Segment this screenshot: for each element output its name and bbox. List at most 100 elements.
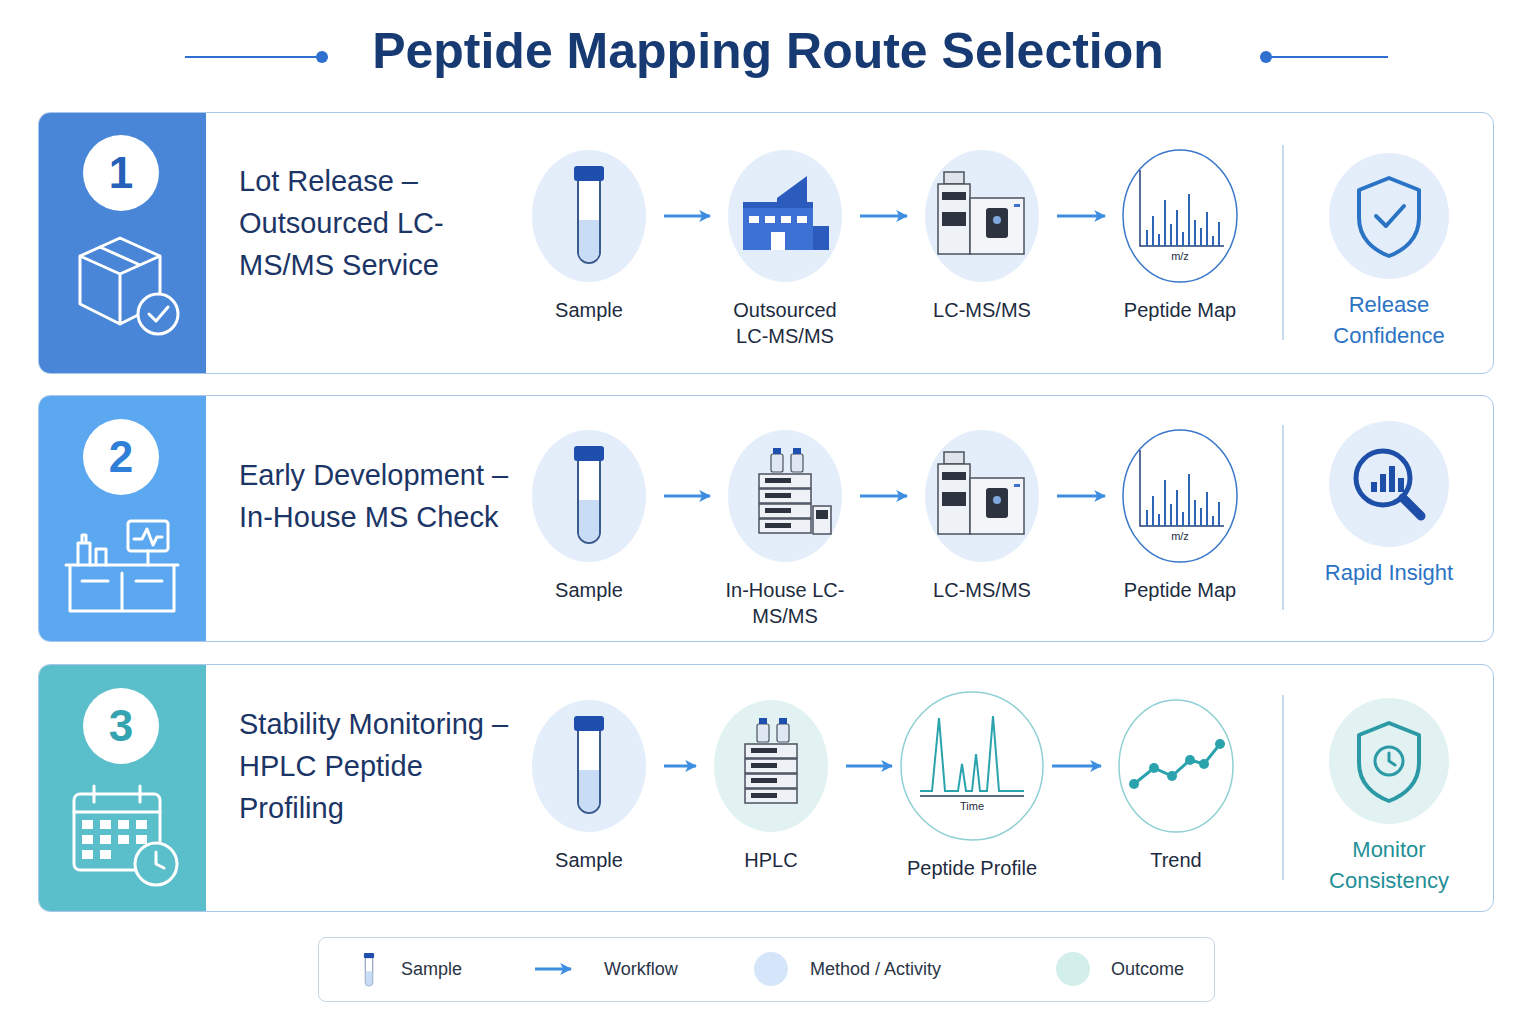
- panel-band: [38, 395, 206, 642]
- icon-part: [1152, 216, 1154, 246]
- process-circle: LC-MS/MS: [912, 149, 1052, 323]
- icon-part: [1194, 500, 1196, 526]
- icon-part: [751, 763, 777, 768]
- process-circle: TimePeptide Profile: [897, 691, 1047, 881]
- panel-band: [38, 664, 206, 912]
- icon-part: [100, 835, 111, 844]
- icon-part: [765, 493, 791, 498]
- step-icon: [938, 452, 1024, 534]
- circle-ground: [925, 430, 1039, 562]
- step-label: Sample: [519, 847, 659, 873]
- icon-part: [365, 958, 372, 986]
- axis-label: Time: [897, 800, 1047, 812]
- icon-part: [771, 232, 785, 250]
- legend-sample: [533, 951, 577, 987]
- process-circle: Sample: [519, 149, 659, 323]
- step-icon: [745, 718, 797, 803]
- step-label: In-House LC-MS/MS: [715, 577, 855, 629]
- icon-part: [797, 216, 807, 223]
- icon-part: [579, 220, 599, 262]
- route-icon: [80, 238, 178, 334]
- icon-part: [579, 500, 599, 542]
- icon-part: [777, 724, 789, 742]
- icon-part: [136, 820, 147, 829]
- icon-part: [1375, 747, 1403, 775]
- icon-part: [1176, 210, 1178, 246]
- icon-part: [1140, 450, 1224, 526]
- route-panel: Early Development – In-House MS Check2Sa…: [38, 395, 1494, 642]
- flow-arrow: [664, 495, 710, 498]
- icon-part: [135, 843, 177, 885]
- axis-label: m/z: [1110, 250, 1250, 262]
- icon-part: [1134, 744, 1220, 784]
- icon-part: [944, 452, 964, 464]
- circle-art: [912, 429, 1052, 563]
- circle-art: [519, 699, 659, 833]
- icon-part: [759, 489, 811, 503]
- title-rule: [185, 56, 318, 58]
- icon-part: [759, 519, 811, 533]
- icon-part: [1200, 508, 1202, 526]
- route-icon: [74, 786, 177, 885]
- icon-part: [1376, 206, 1404, 226]
- circle-art: [1309, 152, 1469, 280]
- process-circle: HPLC: [701, 699, 841, 873]
- icon-part: [751, 778, 777, 783]
- process-circle: In-House LC-MS/MS: [715, 429, 855, 629]
- icon-part: [745, 759, 797, 773]
- circle-ground: [1119, 700, 1233, 832]
- icon-part: [578, 180, 600, 263]
- legend-text: Outcome: [1111, 959, 1184, 980]
- step-icon: [759, 448, 831, 534]
- outcome-circle: Release Confidence: [1309, 152, 1469, 352]
- icon-part: [1129, 779, 1139, 789]
- icon-part: [791, 454, 803, 472]
- circle-ground: [1123, 430, 1237, 562]
- icon-part: [745, 744, 797, 758]
- icon-part: [1164, 200, 1166, 246]
- legend-swatch: [1056, 952, 1090, 986]
- icon-part: [1014, 204, 1020, 207]
- icon-part: [1359, 178, 1419, 256]
- circle-ground: [1329, 153, 1449, 279]
- circle-ground: [532, 430, 646, 562]
- icon-part: [942, 492, 966, 506]
- step-icon: [574, 446, 604, 543]
- divider-line: [1282, 695, 1284, 880]
- legend-swatch: [754, 952, 788, 986]
- flow-arrow: [1057, 215, 1105, 218]
- step-icon: [1140, 450, 1224, 526]
- flow-arrow: [664, 765, 696, 768]
- icon-part: [1149, 763, 1159, 773]
- route-icon: [66, 521, 178, 611]
- circle-art: [715, 149, 855, 283]
- icon-part: [773, 448, 781, 454]
- icon-part: [1146, 510, 1148, 526]
- circle-ground: [925, 150, 1039, 282]
- icon-part: [82, 820, 93, 829]
- process-circle: m/zPeptide Map: [1110, 429, 1250, 603]
- step-label: HPLC: [701, 847, 841, 873]
- circle-ground: [728, 150, 842, 282]
- step-number: 1: [83, 135, 159, 211]
- icon-part: [816, 510, 828, 519]
- icon-part: [749, 216, 759, 223]
- icon-part: [813, 226, 829, 250]
- flow-arrow: [846, 765, 892, 768]
- step-number-text: 3: [83, 688, 159, 764]
- circle-ground: [728, 430, 842, 562]
- icon-part: [751, 748, 777, 753]
- icon-part: [781, 216, 791, 223]
- icon-part: [1167, 771, 1177, 781]
- process-circle: LC-MS/MS: [912, 429, 1052, 603]
- circle-art: [1309, 697, 1469, 825]
- icon-part: [1176, 490, 1178, 526]
- step-label: Trend: [1106, 847, 1246, 873]
- icon-part: [1146, 230, 1148, 246]
- step-number: 2: [83, 419, 159, 495]
- outcome-circle: Rapid Insight: [1309, 420, 1469, 589]
- icon-part: [771, 454, 783, 472]
- step-number-text: 1: [83, 135, 159, 211]
- legend-box: SampleWorkflowMethod / ActivityOutcome: [318, 937, 1215, 1002]
- outcome-label: Monitor Consistency: [1309, 835, 1469, 897]
